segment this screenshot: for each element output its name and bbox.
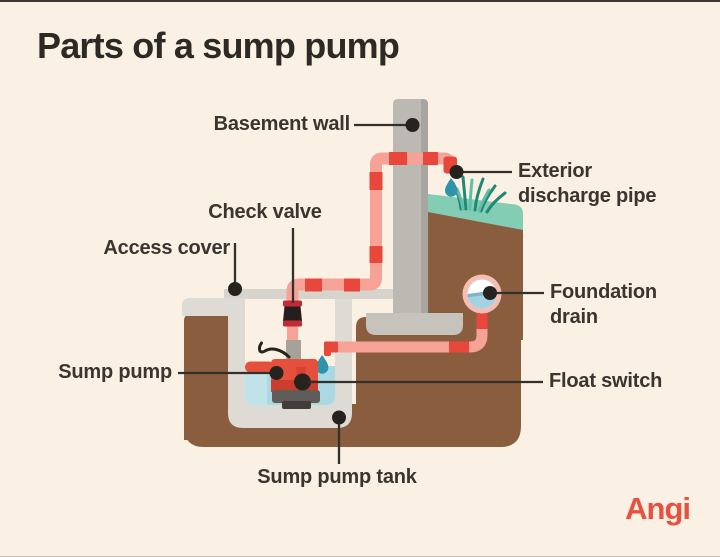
dot-sump-pump bbox=[269, 366, 284, 380]
grass-strip bbox=[428, 194, 523, 230]
foundation-drain-assembly bbox=[316, 274, 502, 374]
label-access-cover: Access cover bbox=[103, 237, 230, 259]
dot-basement-wall bbox=[405, 118, 420, 132]
page-title: Parts of a sump pump bbox=[37, 25, 400, 66]
access-cover-plate bbox=[224, 289, 400, 299]
drain-droplet bbox=[316, 355, 329, 374]
basement-wall-shade bbox=[421, 99, 428, 313]
discharge-droplet bbox=[445, 178, 458, 197]
label-sump-pump: Sump pump bbox=[58, 361, 172, 383]
top-border-line bbox=[0, 0, 720, 2]
dot-exterior-discharge bbox=[449, 165, 464, 179]
label-basement-wall: Basement wall bbox=[213, 113, 351, 135]
label-exterior-discharge-pipe: Exterior discharge pipe bbox=[518, 160, 657, 207]
dot-foundation-drain bbox=[483, 286, 497, 300]
leader-dots bbox=[228, 118, 497, 425]
leader-lines bbox=[178, 123, 544, 464]
check-valve-assembly bbox=[283, 300, 302, 342]
angi-logo: Angi bbox=[625, 491, 691, 526]
wall-footing bbox=[366, 313, 463, 335]
sump-pump-unit bbox=[245, 340, 320, 409]
label-float-switch: Float switch bbox=[549, 370, 663, 392]
grass-tuft bbox=[451, 175, 507, 214]
label-foundation-drain: Foundation drain bbox=[550, 281, 657, 328]
dot-sump-pump-tank bbox=[332, 410, 346, 425]
label-check-valve: Check valve bbox=[208, 201, 322, 223]
discharge-pipe bbox=[286, 152, 458, 307]
tank-water-highlight bbox=[245, 366, 267, 405]
label-sump-pump-tank: Sump pump tank bbox=[257, 466, 417, 488]
dot-access-cover bbox=[228, 282, 242, 296]
power-cord bbox=[257, 341, 291, 359]
float-switch-ball bbox=[294, 373, 311, 391]
